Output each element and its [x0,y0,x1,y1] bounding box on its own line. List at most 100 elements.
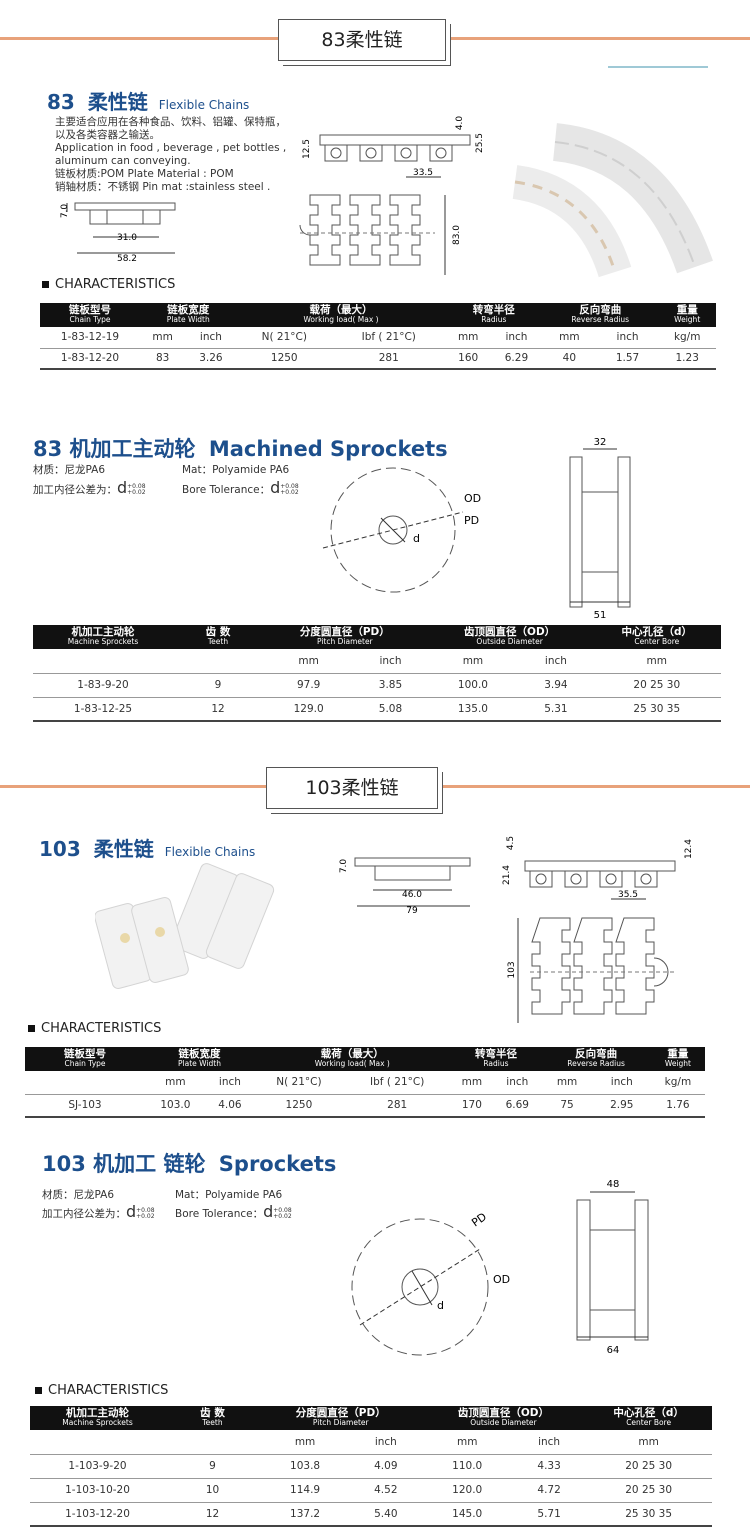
material-cn: 材质：尼龙PA6 [42,1189,115,1201]
table-cell: mm [445,327,491,349]
width-label: 32 [594,437,607,448]
header-working-load: 载荷（最大）Working load( Max ) [236,303,446,327]
table-cell: N( 21°C) [236,327,332,349]
bore-label: d [437,1299,444,1312]
dim-label: 31.0 [117,233,137,243]
table-cell: 40 [542,348,597,370]
sprocket-103-front-drawing: PD OD d [351,1210,510,1356]
chain-103-product-photo [95,863,275,989]
bore-label: d [413,532,420,545]
table-cell: kg/m [658,327,716,349]
dim-label: 58.2 [117,254,137,264]
table-cell: 1-83-12-19 [40,327,140,349]
dim-label: 7.0 [60,204,70,219]
od-label: OD [464,492,481,505]
dim-label: 21.4 [502,865,512,885]
chain-103-top-view-drawing: 103 [507,917,675,1023]
title-cn: 83 机加工主动轮 [33,437,196,461]
table-cell: 1.23 [658,348,716,370]
sprocket-83-side-drawing: 32 51 [569,437,631,621]
bore-tolerance-en: Bore Tolerance：d+0.08+0.02 [182,478,299,497]
decorative-line [608,66,708,68]
chain-83-side-view-drawing: 12.5 4.0 25.5 33.5 [302,116,485,178]
header-outside-diameter: 齿顶圆直径（OD）Outside Diameter [426,625,593,649]
dim-label: 4.5 [506,836,516,850]
bore-tolerance-en: Bore Tolerance：d+0.08+0.02 [175,1202,292,1221]
header-outside-diameter: 齿顶圆直径（OD）Outside Diameter [421,1406,586,1430]
desc-line: 以及各类容器之输送。 [55,129,160,141]
chain-83-end-view-drawing: 7.0 31.0 58.2 [60,202,176,264]
dim-label: 25.5 [475,133,485,153]
title-cn: 103 机加工 链轮 [42,1152,206,1176]
section-header-label: 103柔性链 [305,777,399,799]
title-cn: 柔性链 [93,837,154,861]
width-label: 64 [607,1345,620,1356]
chain-103-side-view-drawing: 4.5 21.4 12.4 35.5 [502,836,694,900]
sprocket-83-title: 83 机加工主动轮 Machined Sprockets [33,433,448,463]
title-en: Flexible Chains [158,98,250,112]
chain-83-top-view-drawing: 83.0 [299,194,462,275]
title-en: Sprockets [218,1152,337,1176]
table-cell: 1-83-12-20 [40,348,140,370]
table-row: 1-83-12-19 mm inch N( 21°C) Ibf ( 21°C) … [40,327,716,349]
dim-label: 12.4 [684,839,694,859]
material-cn: 材质：尼龙PA6 [33,464,106,476]
table-cell: 1.57 [596,348,659,370]
desc-line: 主要适合应用在各种食品、饮料、铝罐、保特瓶， [55,116,286,128]
table-cell: mm [140,327,186,349]
pd-label: PD [464,514,479,527]
desc-line: 销轴材质：不锈钢 Pin mat :stainless steel . [55,181,271,193]
dim-label: 35.5 [618,890,638,900]
width-label: 51 [594,610,607,621]
sprocket-103-side-drawing: 48 64 [576,1179,649,1356]
section-header-label: 83柔性链 [321,29,403,51]
table-cell: inch [185,327,237,349]
header-working-load: 载荷（最大）Working load( Max ) [254,1047,451,1071]
table-cell: 281 [332,348,446,370]
dim-label: 103 [507,961,517,978]
dim-label: 7.0 [339,859,349,874]
header-pitch-diameter: 分度圆直径（PD）Pitch Diameter [260,1406,422,1430]
characteristics-title: CHARACTERISTICS [28,1021,161,1036]
chain-83-title: 83 柔性链 Flexible Chains [47,86,249,115]
dim-label: 79 [406,906,418,916]
title-number: 103 [39,837,81,861]
bore-tolerance-cn: 加工内径公差为：d+0.08+0.02 [42,1202,155,1221]
table-cell: inch [596,327,659,349]
header-pitch-diameter: 分度圆直径（PD）Pitch Diameter [263,625,427,649]
desc-line: Application in food , beverage , pet bot… [55,142,287,154]
desc-line: 链板材质:POM Plate Material : POM [55,168,234,180]
desc-line: aluminum can conveying. [55,155,191,167]
characteristics-title: CHARACTERISTICS [35,1383,168,1398]
title-en: Machined Sprockets [208,437,448,461]
table-cell: 1250 [236,348,332,370]
table-cell: 160 [445,348,491,370]
chain-103-end-view-drawing: 7.0 46.0 79 [339,857,471,916]
od-label: OD [493,1273,510,1286]
table-cell: inch [490,327,543,349]
bore-tolerance-cn: 加工内径公差为：d+0.08+0.02 [33,478,146,497]
